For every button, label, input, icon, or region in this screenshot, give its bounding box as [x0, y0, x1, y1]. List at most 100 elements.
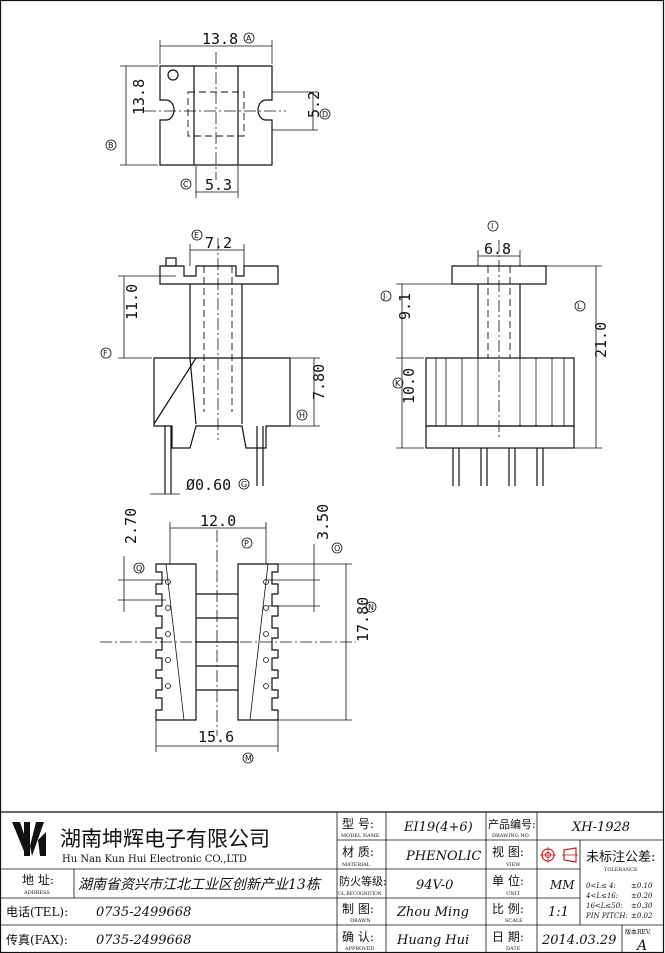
scale-label-en: SCALE [505, 918, 523, 924]
dim-front-core-width: 7.2 [205, 234, 232, 252]
dim-side-total-height: 21.0 [592, 322, 610, 358]
callout-c: C [180, 178, 192, 190]
model-label: 型 号: [342, 817, 374, 831]
drawing-no-label-en: DRAWING NO. [492, 833, 530, 839]
callout-f: F [100, 347, 112, 359]
unit-label: 单 位: [492, 873, 524, 888]
dim-top-height: 13.8 [130, 79, 148, 115]
approved-label: 确 认: [342, 930, 374, 944]
callout-m: M [242, 752, 254, 764]
svg-text:G: G [241, 480, 247, 489]
svg-text:D: D [322, 110, 328, 119]
svg-text:L: L [577, 302, 582, 311]
callout-g: G [238, 478, 250, 490]
company-name-en: Hu Nan Kun Hui Electronic CO.,LTD [62, 854, 247, 865]
svg-text:K: K [395, 379, 401, 388]
drawing-no-value: XH-1928 [571, 820, 630, 835]
callout-p: P [241, 537, 253, 549]
title-block [0, 811, 664, 953]
tolerance-value-1: ±0.10 [631, 882, 653, 890]
dim-side-core-width: 6.8 [484, 240, 511, 258]
rev-value: A [635, 938, 647, 953]
view-label: 视 图: [492, 844, 524, 859]
fire-value: 94V-0 [416, 878, 453, 893]
svg-text:C: C [183, 180, 189, 189]
svg-text:H: H [299, 411, 305, 420]
material-value: PHENOLIC [405, 849, 481, 864]
callout-k: K [392, 377, 404, 389]
unit-value: MM [549, 878, 575, 892]
address-label: 地 址: [22, 873, 54, 887]
front-view [118, 238, 320, 495]
dim-pin-pitch-b: 3.50 [314, 504, 332, 540]
svg-text:P: P [244, 539, 249, 548]
unit-label-en: UNIT [506, 891, 521, 897]
tel-value: 0735-2499668 [96, 905, 191, 920]
approved-label-en: APPROVED [344, 946, 374, 952]
scale-label: 比 例: [492, 902, 524, 916]
dim-bottom-width: 15.6 [198, 728, 234, 746]
material-label-en: MATERIAL [342, 862, 371, 868]
address-value: 湖南省资兴市江北工业区创新产业13栋 [78, 877, 322, 893]
company-logo [12, 822, 46, 856]
date-value: 2014.03.29 [541, 933, 616, 948]
drawn-value: Zhou Ming [396, 905, 469, 920]
approved-value: Huang Hui [396, 933, 469, 948]
dim-bottom-height: 17.80 [354, 597, 372, 642]
callout-j: J [380, 290, 392, 302]
svg-text:E: E [194, 231, 199, 240]
date-label: 日 期: [492, 930, 524, 944]
dim-pin-diameter: Ø0.60 [186, 476, 231, 494]
callout-l: L [574, 300, 586, 312]
svg-text:F: F [103, 349, 108, 358]
top-view [120, 40, 318, 198]
dim-front-flange-height: 11.0 [123, 284, 141, 320]
dim-bottom-width-top: 12.0 [200, 512, 236, 530]
svg-text:J: J [382, 292, 385, 301]
callout-d: D [319, 108, 331, 120]
svg-text:B: B [108, 141, 114, 150]
svg-text:N: N [368, 603, 374, 612]
callout-b: B [105, 139, 117, 151]
drawing-no-label: 产品编号: [488, 817, 536, 831]
model-label-en: MODEL NAME [341, 833, 380, 839]
tel-label: 电话(TEL): [6, 905, 68, 919]
callout-o: O [331, 542, 343, 554]
svg-text:A: A [246, 34, 252, 43]
view-label-en: VIEW [505, 862, 521, 868]
dim-front-base-height: 7.80 [310, 364, 328, 400]
tolerance-range-1: 0<L≤ 4: [586, 882, 616, 890]
tolerance-label-en: TOLERANCE [604, 867, 638, 873]
dim-slot-width: 5.3 [205, 176, 232, 194]
dim-top-width: 13.8 [202, 30, 238, 48]
drawn-label-en: DRAWN [350, 918, 371, 924]
fire-label-en: UL RECOGNITION [338, 891, 382, 897]
material-label: 材 质: [342, 845, 374, 859]
tolerance-label: 未标注公差: [586, 850, 655, 865]
callout-q: Q [133, 562, 145, 574]
date-label-en: DATE [506, 946, 521, 952]
tolerance-value-4: ±0.02 [631, 912, 653, 920]
svg-text:Q: Q [136, 564, 142, 573]
model-value: EI19(4+6) [403, 820, 473, 835]
company-name-cn: 湖南坤辉电子有限公司 [60, 827, 270, 851]
tolerance-value-2: ±0.20 [631, 892, 653, 900]
svg-text:O: O [334, 544, 340, 553]
tolerance-range-2: 4<L≤16: [585, 892, 618, 900]
dim-pin-pitch-a: 2.70 [122, 508, 140, 544]
callout-a: A [243, 32, 255, 44]
tolerance-range-4: PIN PITCH: [585, 912, 628, 920]
callout-n: N [365, 601, 377, 613]
fax-label: 传真(FAX): [6, 932, 68, 947]
callout-i: I [487, 220, 499, 232]
rev-label: 版本REV. [625, 928, 651, 936]
svg-text:M: M [245, 754, 252, 763]
callout-e: E [191, 229, 203, 241]
address-label-en: ADDRESS [23, 890, 50, 896]
fire-label: 防火等级: [339, 874, 387, 888]
bottom-view [100, 522, 356, 752]
projection-symbol-icon [540, 847, 578, 863]
